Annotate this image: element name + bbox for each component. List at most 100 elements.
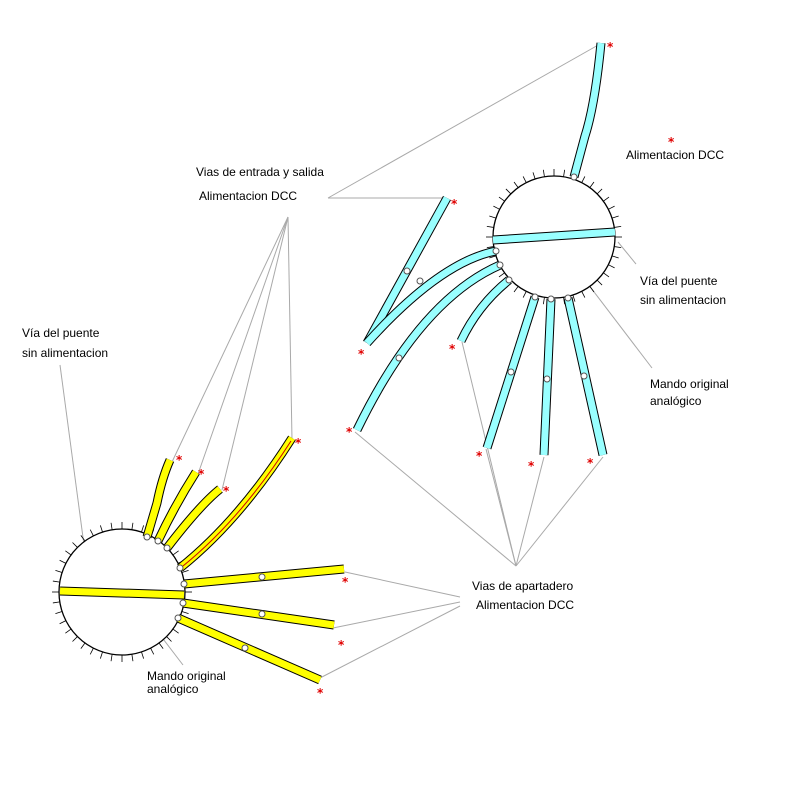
dcc-markers: * * * * * * * * * * * * * * * <box>176 40 614 700</box>
turntable-tick <box>611 255 619 259</box>
right-track-joints <box>395 173 588 383</box>
entry-label-line2: Alimentacion DCC <box>199 189 297 203</box>
right-bridge-track <box>492 227 616 245</box>
turntable-tick <box>65 550 72 556</box>
dcc-marker: * <box>451 197 458 211</box>
turntable-tick <box>611 215 619 219</box>
entry-label-line1: Vias de entrada y salida <box>196 165 324 179</box>
left-entry-track-4 <box>177 435 296 572</box>
turntable-tick <box>166 636 172 642</box>
turntable-tick <box>603 272 610 278</box>
legend-dcc-icon: * <box>668 135 675 149</box>
turntable-tick <box>608 205 615 210</box>
turntable-tick <box>589 181 595 188</box>
turntable-tick <box>172 550 179 556</box>
turntable-tick <box>603 196 610 202</box>
turntable-tick <box>522 176 527 183</box>
dcc-marker: * <box>342 575 349 589</box>
turntable-tick <box>513 286 519 293</box>
labels: Vias de entrada y salida Alimentacion DC… <box>22 165 729 696</box>
left-track-joints <box>143 533 266 652</box>
turntable-tick <box>52 580 60 583</box>
dcc-marker: * <box>176 453 183 467</box>
turntable-tick <box>80 535 86 542</box>
dcc-marker: * <box>317 686 324 700</box>
turntable-tick <box>72 542 78 548</box>
turntable-tick <box>614 225 622 228</box>
turntable-tick <box>150 647 155 655</box>
turntable-tick <box>542 169 545 177</box>
left-control-label-line1: Mando original <box>147 669 226 683</box>
turntable-tick <box>172 628 179 634</box>
dcc-marker: * <box>295 436 302 450</box>
leader-lines <box>59 43 653 679</box>
right-control-label-line2: analógico <box>650 394 702 408</box>
dcc-marker: * <box>607 40 614 54</box>
left-bridge-label-line2: sin alimentacion <box>22 346 108 360</box>
turntable-tick <box>581 176 586 183</box>
right-turntable <box>352 42 622 456</box>
turntable-tick <box>181 611 189 615</box>
left-turntable-ticks <box>52 522 192 662</box>
turntable-tick <box>110 654 113 662</box>
turntable-tick <box>89 647 94 655</box>
turntable-tick <box>141 651 145 659</box>
dcc-marker: * <box>528 459 535 473</box>
left-siding-track-3 <box>176 613 322 685</box>
turntable-tick <box>72 636 78 642</box>
turntable-tick <box>532 172 536 180</box>
turntable-tick <box>141 525 145 533</box>
turntable-tick <box>131 522 134 530</box>
turntable-tick <box>99 525 103 533</box>
turntable-tick <box>110 522 113 530</box>
right-bridge-label-line1: Vía del puente <box>640 274 718 288</box>
dcc-marker: * <box>223 484 230 498</box>
turntable-tick <box>99 651 103 659</box>
turntable-tick <box>89 529 94 537</box>
turntable-tick <box>55 569 63 573</box>
turntable-tick <box>572 294 576 302</box>
turntable-tick <box>614 246 622 249</box>
left-entry-track-3 <box>163 485 223 551</box>
turntable-tick <box>608 264 615 269</box>
left-entry-track-1 <box>142 458 175 539</box>
turntable-tick <box>80 642 86 649</box>
dcc-marker: * <box>198 467 205 481</box>
turntable-tick <box>52 601 60 604</box>
siding-label-line2: Alimentacion DCC <box>476 598 574 612</box>
dcc-marker: * <box>449 342 456 356</box>
turntable-tick <box>498 196 505 202</box>
right-bridge-label-line2: sin alimentacion <box>640 293 726 307</box>
turntable-tick <box>542 297 545 305</box>
turntable-tick <box>563 169 566 177</box>
turntable-tick <box>486 225 494 228</box>
left-bridge-track <box>59 586 185 600</box>
dcc-marker: * <box>338 638 345 652</box>
turntable-tick <box>596 188 603 195</box>
turntable-tick <box>581 291 586 298</box>
turntable-tick <box>505 188 512 195</box>
legend-label: Alimentacion DCC <box>626 148 724 162</box>
turntable-tick <box>158 642 164 649</box>
turntable-tick <box>513 181 519 188</box>
right-entry-track-top <box>569 42 606 179</box>
siding-label-line1: Vias de apartadero <box>472 579 574 593</box>
turntable-tick <box>522 291 527 298</box>
left-bridge-label-line1: Vía del puente <box>22 326 100 340</box>
dcc-marker: * <box>358 347 365 361</box>
right-control-label-line1: Mando original <box>650 377 729 391</box>
turntable-tick <box>59 620 67 625</box>
dcc-marker: * <box>587 456 594 470</box>
turntable-tick <box>489 255 497 259</box>
turntable-tick <box>493 205 500 210</box>
dcc-marker: * <box>346 425 353 439</box>
turntable-tick <box>65 628 72 634</box>
turntable-tick <box>181 569 189 573</box>
turntable-tick <box>131 654 134 662</box>
right-entry-track-c <box>352 260 502 432</box>
turntable-tick <box>489 215 497 219</box>
left-entry-track-2 <box>153 469 200 543</box>
right-entry-track-b <box>363 246 497 347</box>
